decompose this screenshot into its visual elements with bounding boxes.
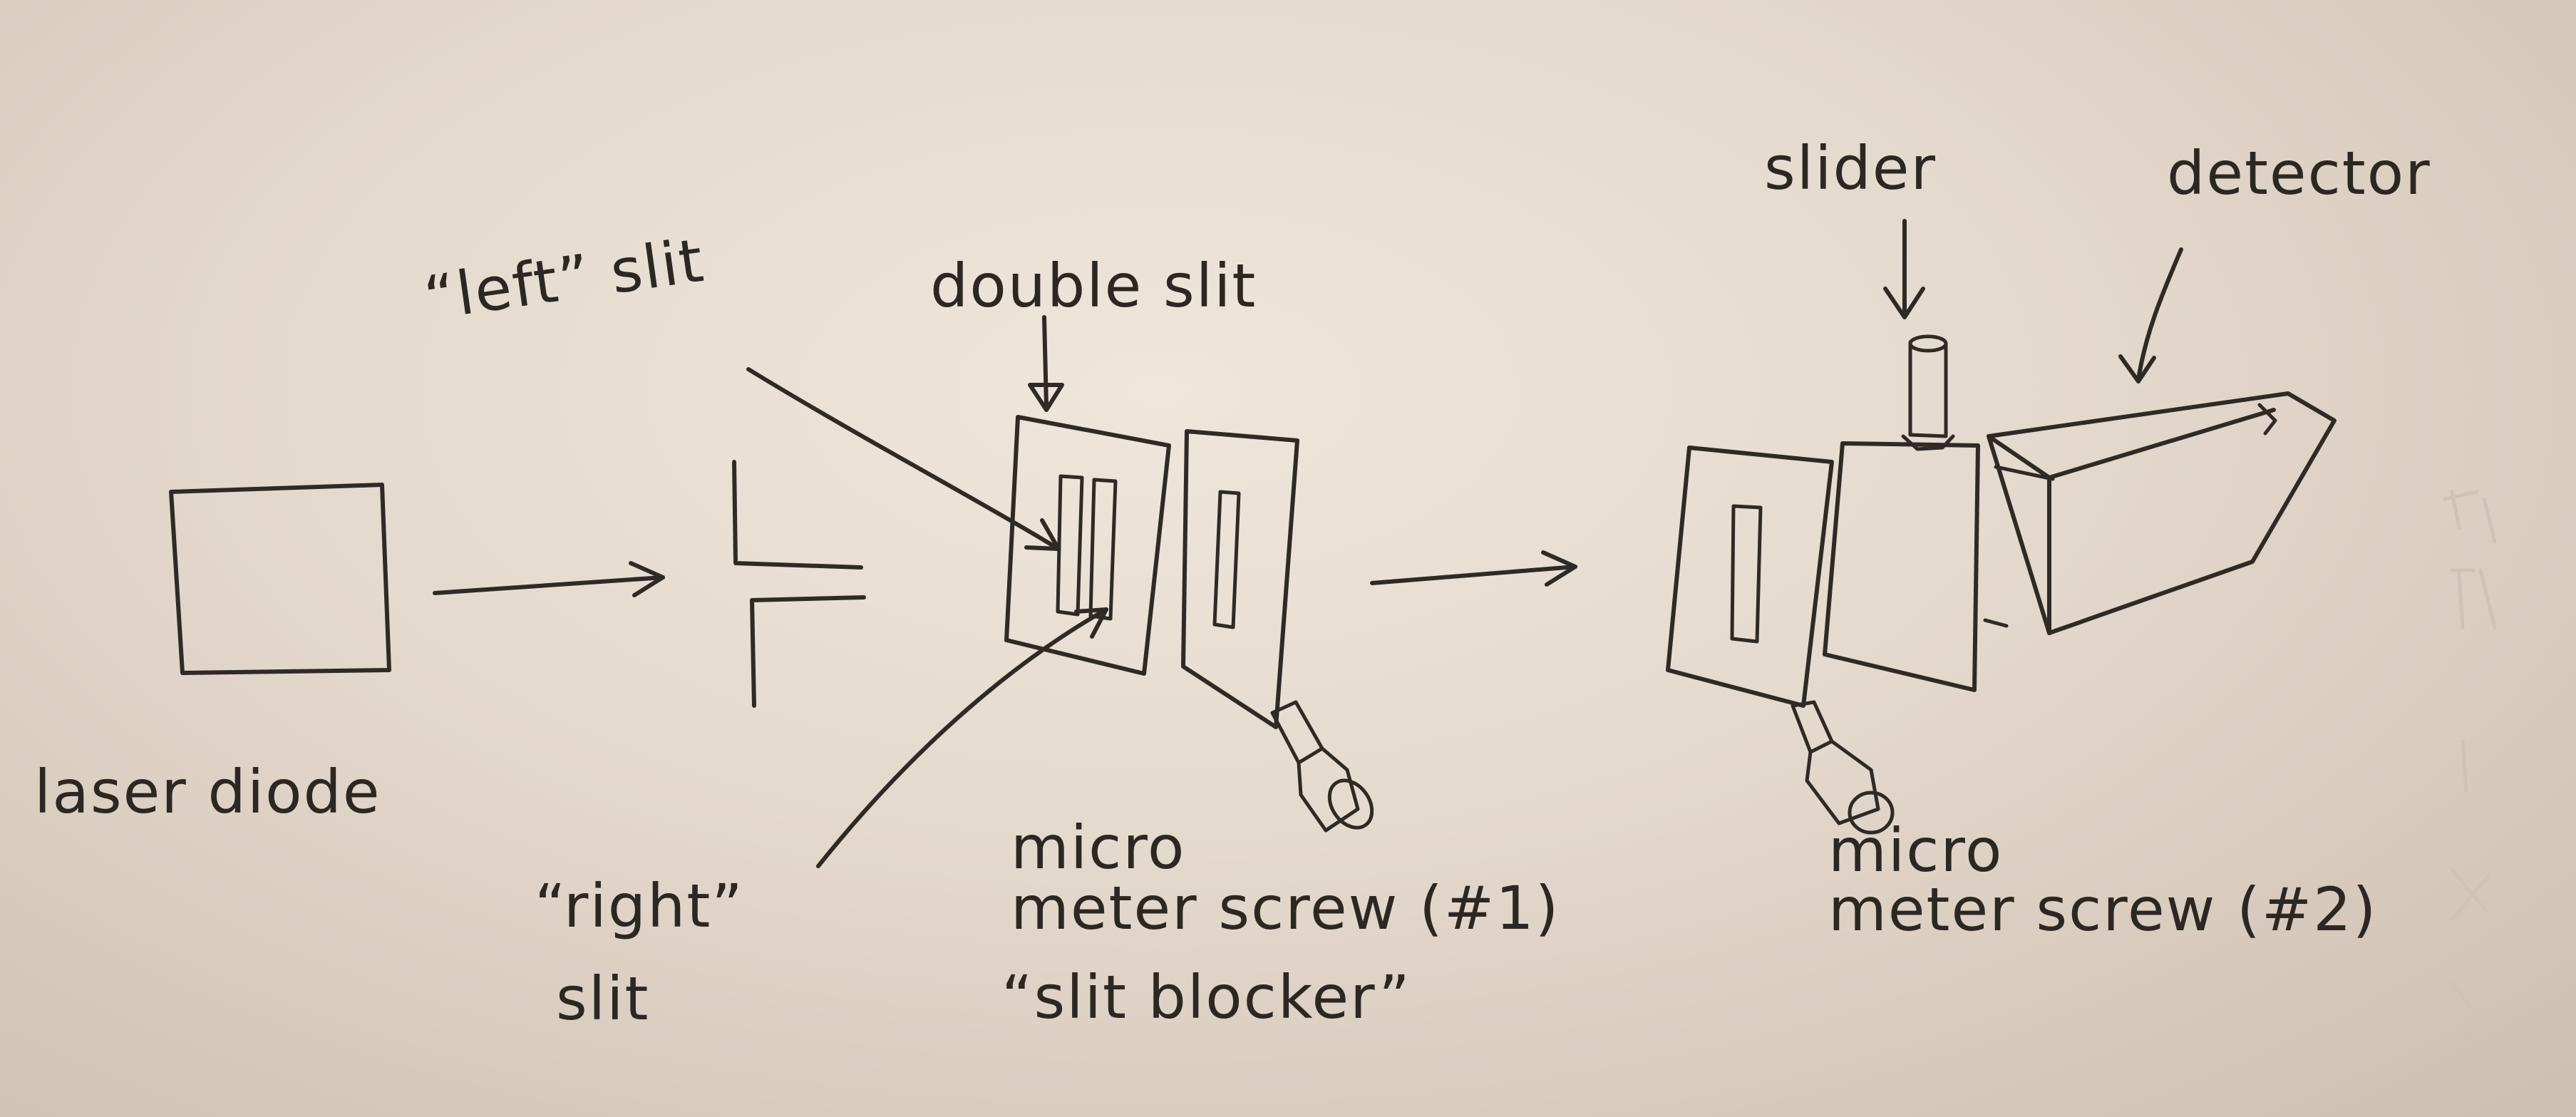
detector-pointer-arrow (2118, 247, 2183, 384)
slit-blocker-plate (1181, 429, 1299, 729)
right-slit-pointer-arrow (816, 607, 1108, 868)
label-detector: detector (2167, 138, 2431, 208)
double-slit-pointer-arrow (1028, 315, 1064, 412)
label-right-slit-line1: “right” (535, 871, 744, 941)
label-right-slit-line2: slit (556, 964, 649, 1034)
label-micrometer-screw-2-line1: micro (1828, 815, 2003, 885)
label-micrometer-screw-1-line2: meter screw (#1) (1011, 873, 1560, 943)
beam-arrow-1 (433, 561, 665, 597)
micrometer-screw-1 (1270, 700, 1374, 833)
beam-arrow-2 (1370, 550, 1577, 587)
laser-diode-box (169, 483, 391, 675)
label-micrometer-screw-2-line2: meter screw (#2) (1828, 875, 2377, 944)
label-left-slit: “left” slit (420, 225, 709, 334)
double-slit-plate (1004, 415, 1171, 676)
label-slit-blocker: “slit blocker” (1001, 962, 1411, 1032)
single-slit-aperture (732, 460, 866, 708)
label-double-slit: double slit (930, 251, 1257, 321)
label-slider: slider (1764, 133, 1937, 203)
bleed-through-marks (2443, 490, 2497, 1064)
label-laser-diode: laser diode (34, 757, 381, 827)
slider-plate (1666, 446, 1834, 708)
slider-block (1823, 334, 1980, 692)
detector-box (1983, 391, 2337, 635)
micrometer-screw-2 (1791, 700, 1895, 835)
slider-pointer-arrow (1883, 219, 1925, 319)
label-micrometer-screw-1-line1: micro (1011, 813, 1185, 882)
